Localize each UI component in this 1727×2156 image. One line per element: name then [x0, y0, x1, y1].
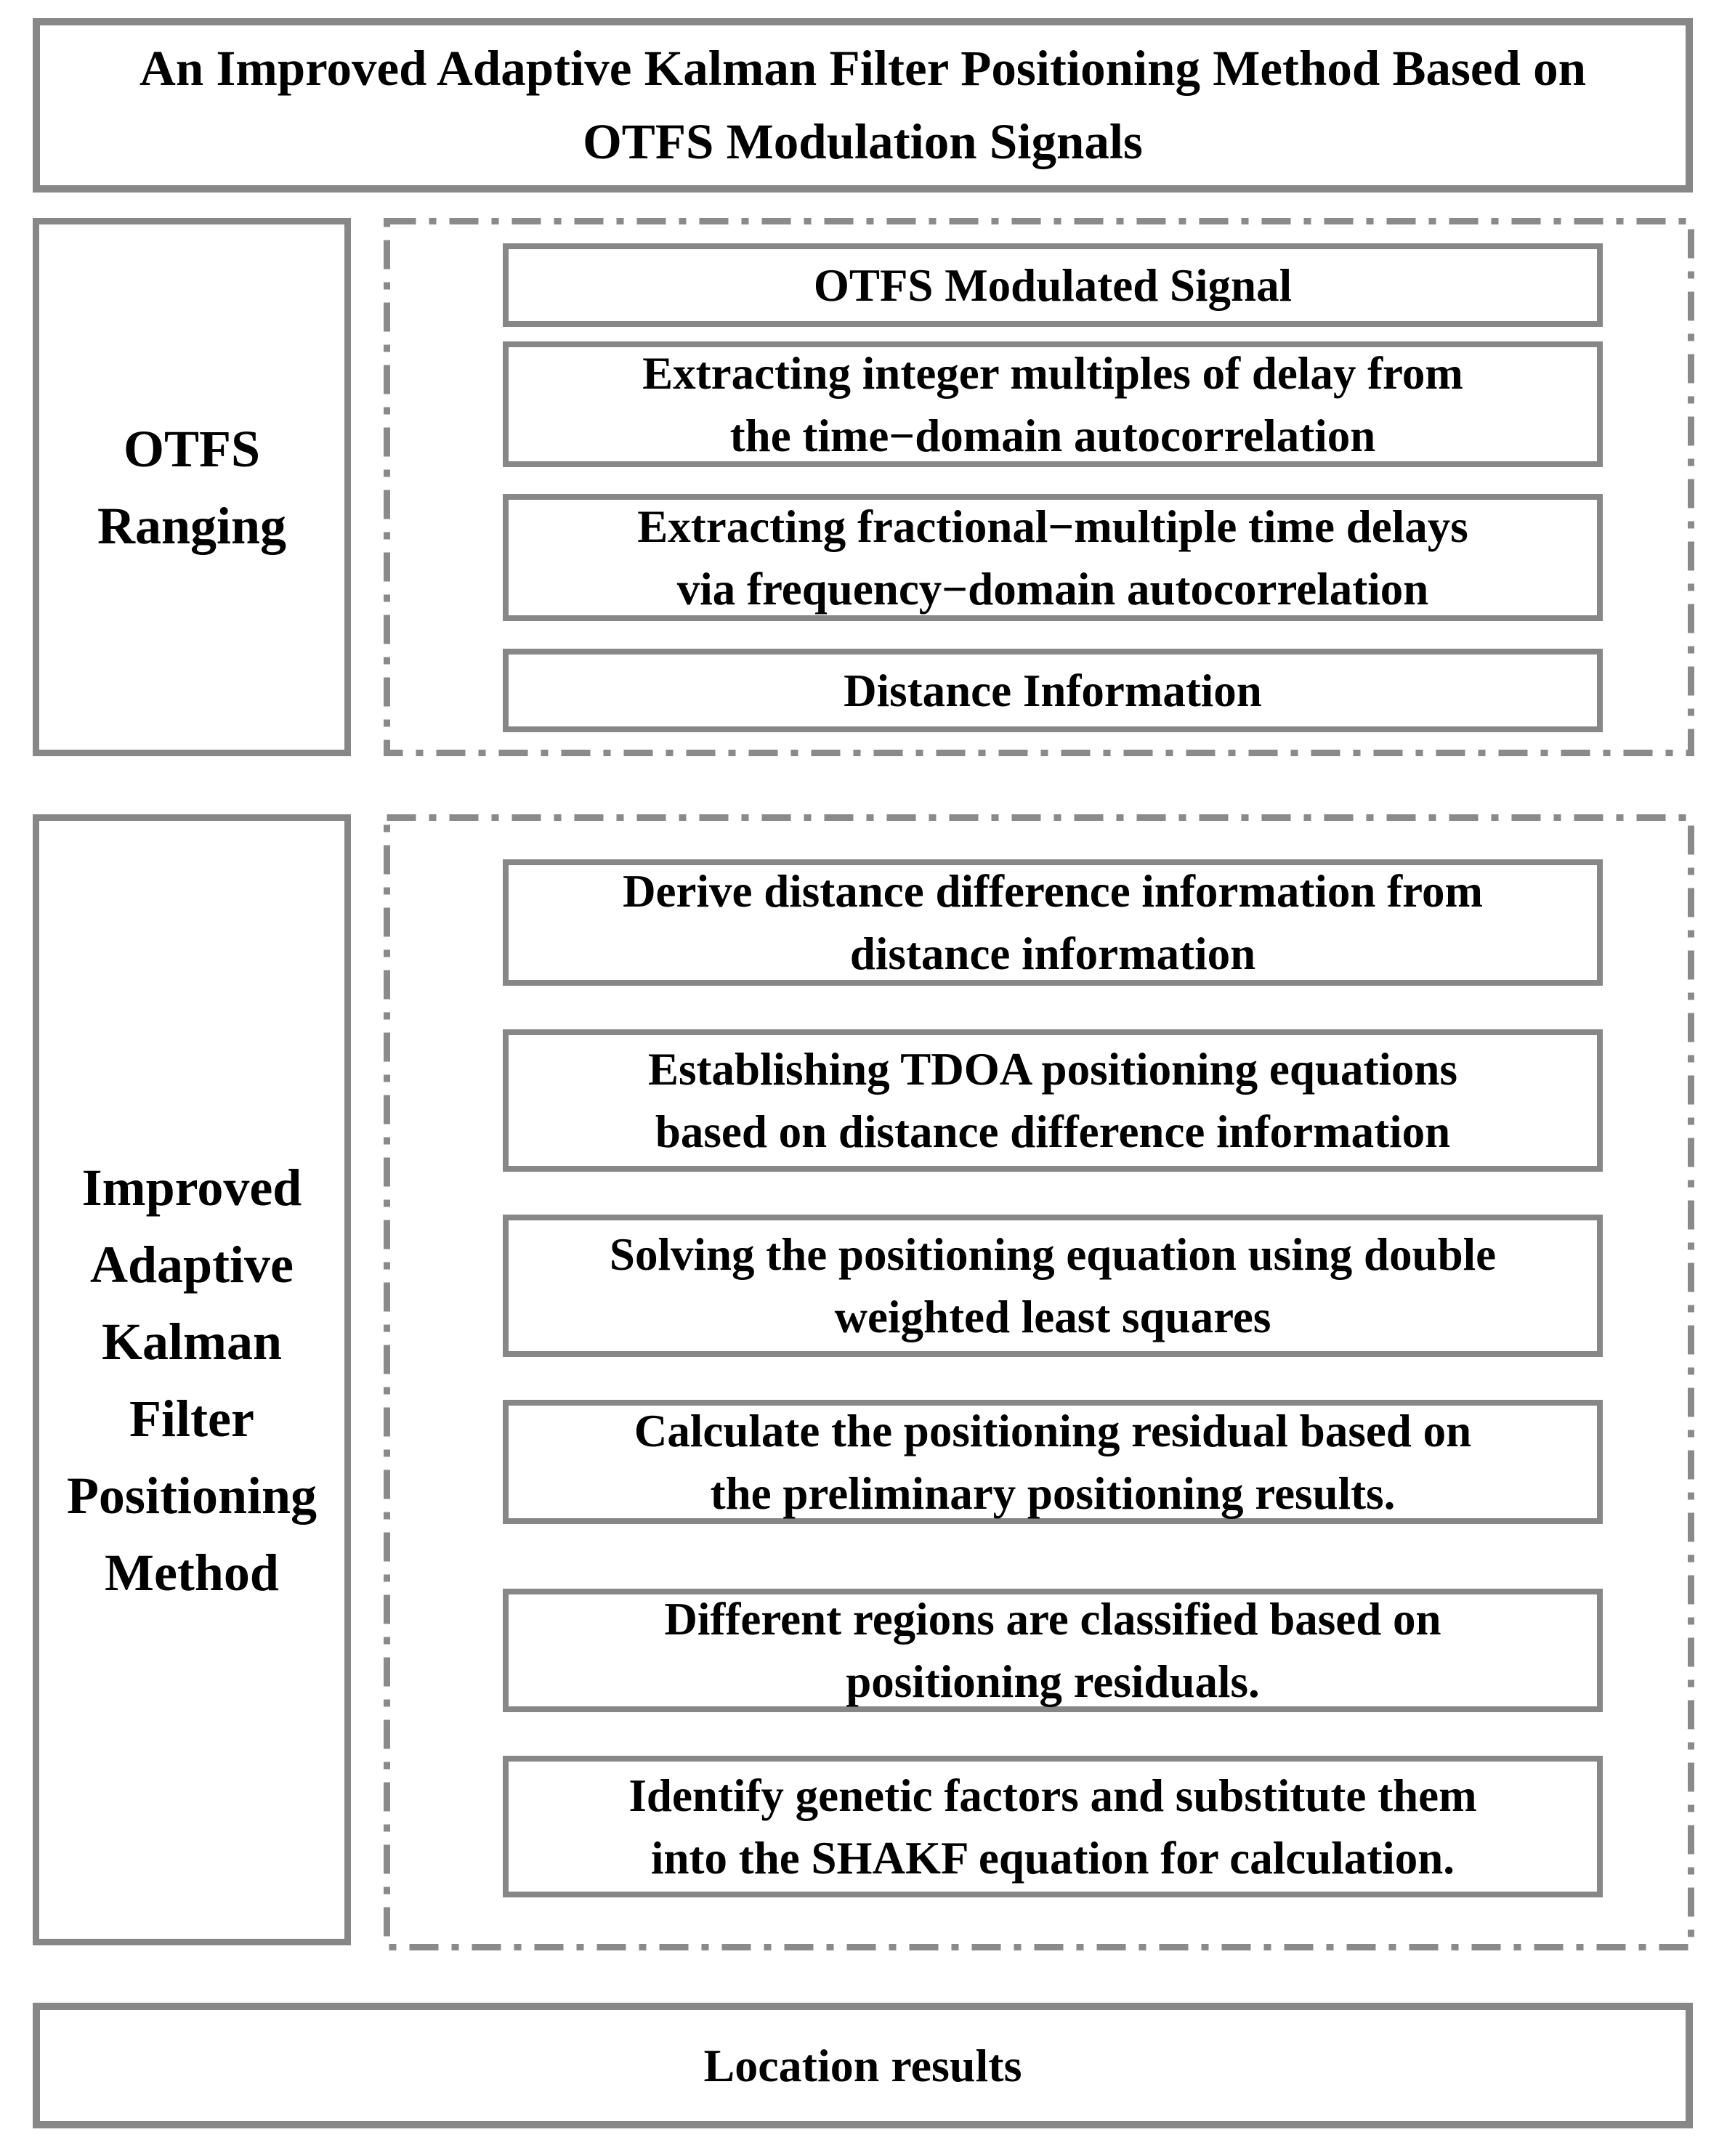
dash-dot-border	[384, 814, 1694, 1950]
step-solve-double-weighted-least-squares: Solving the positioning equation using d…	[503, 1215, 1603, 1357]
section-otfs-ranging-box: OTFS Ranging	[33, 218, 351, 756]
step-identify-genetic-factors-shakf: Identify genetic factors and substitute …	[503, 1756, 1603, 1897]
step-label: Establishing TDOA positioning equations …	[647, 1044, 1457, 1157]
step-label: Extracting integer multiples of delay fr…	[642, 347, 1463, 461]
location-results-box: Location results	[33, 2003, 1693, 2128]
location-results-label: Location results	[703, 2039, 1022, 2091]
step-label: OTFS Modulated Signal	[813, 259, 1293, 311]
step-label: Extracting fractional−multiple time dela…	[637, 500, 1468, 615]
step-establish-tdoa-equations: Establishing TDOA positioning equations …	[503, 1029, 1603, 1172]
step-label: Calculate the positioning residual based…	[634, 1405, 1472, 1519]
step-integer-multiple-delay: Extracting integer multiples of delay fr…	[503, 341, 1603, 467]
step-otfs-modulated-signal: OTFS Modulated Signal	[503, 243, 1603, 327]
kalman-method-steps-container	[384, 814, 1694, 1950]
section-kalman-method-box: Improved Adaptive Kalman Filter Position…	[33, 814, 351, 1945]
section-kalman-method-label: Improved Adaptive Kalman Filter Position…	[66, 1158, 318, 1602]
step-derive-distance-difference: Derive distance difference information f…	[503, 859, 1603, 986]
step-classify-regions: Different regions are classified based o…	[503, 1589, 1603, 1712]
otfs-ranging-steps-container	[384, 218, 1694, 756]
title-box: An Improved Adaptive Kalman Filter Posit…	[33, 18, 1693, 192]
step-fractional-multiple-delay: Extracting fractional−multiple time dela…	[503, 494, 1603, 621]
step-distance-information: Distance Information	[503, 649, 1603, 732]
step-calculate-positioning-residual: Calculate the positioning residual based…	[503, 1400, 1603, 1524]
step-label: Identify genetic factors and substitute …	[628, 1770, 1477, 1884]
step-label: Different regions are classified based o…	[664, 1594, 1441, 1707]
step-label: Solving the positioning equation using d…	[609, 1229, 1497, 1342]
section-otfs-ranging-label: OTFS Ranging	[97, 419, 287, 555]
step-label: Distance Information	[844, 665, 1262, 716]
diagram-title: An Improved Adaptive Kalman Filter Posit…	[139, 41, 1586, 169]
step-label: Derive distance difference information f…	[623, 866, 1483, 979]
dash-dot-border	[384, 218, 1694, 756]
